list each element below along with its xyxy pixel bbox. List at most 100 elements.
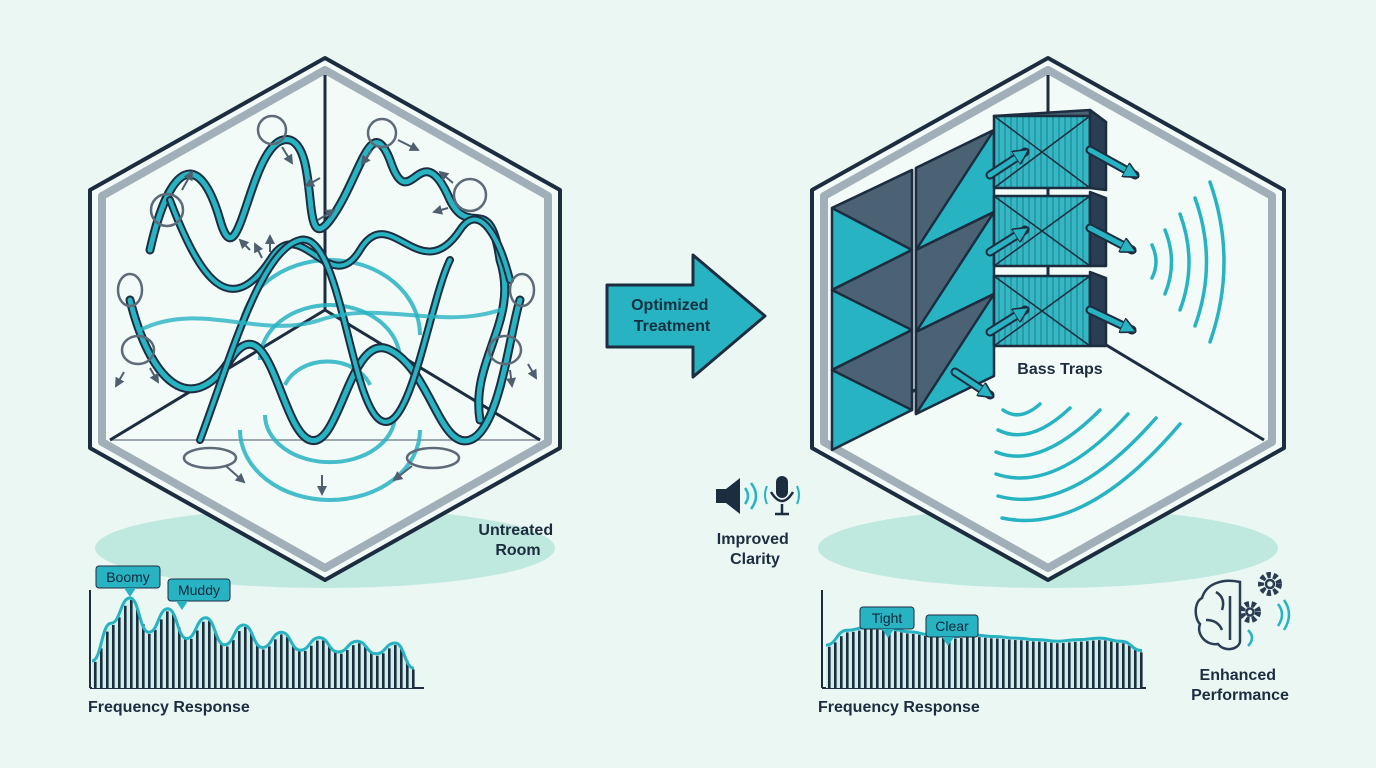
response-bar: [352, 645, 355, 688]
response-bar: [184, 638, 187, 688]
diffused-sound-waves: [994, 180, 1226, 523]
response-bar: [394, 645, 397, 688]
response-bar: [828, 646, 831, 688]
frequency-response-label-left: Frequency Response: [88, 699, 250, 716]
response-bar: [960, 638, 963, 688]
response-bar: [364, 646, 367, 688]
response-bar: [1008, 639, 1011, 688]
treated-room: Bass Traps: [810, 56, 1286, 588]
response-bar: [376, 655, 379, 688]
response-bar: [358, 643, 361, 688]
response-bar: [268, 646, 271, 688]
response-bar: [1080, 641, 1083, 688]
response-bar: [256, 643, 259, 688]
response-bar: [112, 624, 115, 688]
response-bar: [894, 631, 897, 688]
response-bar: [1026, 640, 1029, 688]
response-bar: [232, 640, 235, 688]
response-bar: [948, 638, 951, 688]
response-bar: [250, 633, 253, 688]
response-bar: [310, 645, 313, 688]
frequency-response-chart-untreated: Boomy Muddy Frequency Response: [88, 565, 424, 716]
response-bar: [882, 630, 885, 688]
response-bar: [178, 627, 181, 688]
frequency-response-chart-treated: Tight Clear Frequency Response: [818, 590, 1146, 716]
response-bar: [900, 632, 903, 688]
treatment-arrow: Optimized Treatment: [605, 253, 767, 379]
response-bar: [124, 605, 127, 688]
response-bar: [1032, 641, 1035, 688]
response-bar: [244, 627, 247, 688]
response-bar: [1014, 640, 1017, 688]
response-bar: [954, 638, 957, 688]
response-bar: [322, 640, 325, 688]
response-bar: [1128, 645, 1131, 688]
response-bar: [1062, 643, 1065, 688]
speaker-icon: [716, 478, 758, 514]
response-bar: [328, 645, 331, 688]
response-bar: [1068, 642, 1071, 688]
untreated-room-label: Untreated Room: [478, 522, 557, 559]
response-bar: [864, 629, 867, 688]
response-bar: [154, 629, 157, 688]
improved-clarity: Improved Clarity: [716, 476, 800, 568]
response-bar: [172, 614, 175, 688]
response-bar: [166, 611, 169, 688]
response-bar: [142, 624, 145, 688]
bass-traps: [992, 108, 1108, 348]
brain-gears-icon: [1194, 572, 1291, 651]
scatter-arrows: [115, 139, 537, 496]
response-bar: [196, 630, 199, 688]
response-bar: [834, 642, 837, 688]
response-bar: [924, 636, 927, 688]
response-bar: [876, 629, 879, 688]
response-bar: [1038, 641, 1041, 688]
response-bar: [1140, 652, 1143, 688]
response-bar: [208, 620, 211, 688]
response-bar: [1098, 640, 1101, 688]
response-bar: [912, 633, 915, 688]
response-bar: [1074, 641, 1077, 688]
response-bar: [238, 631, 241, 688]
response-bar: [972, 636, 975, 688]
response-bar: [370, 652, 373, 688]
response-bar: [930, 636, 933, 688]
response-bar: [1122, 643, 1125, 688]
response-bar: [160, 619, 163, 688]
response-bar: [846, 632, 849, 688]
tag-boomy-text: Boomy: [106, 569, 150, 585]
response-bar: [136, 608, 139, 688]
reflection-points: [116, 114, 536, 470]
response-bar: [852, 631, 855, 688]
response-bar: [106, 631, 109, 688]
response-bar: [1086, 641, 1089, 688]
response-bar: [280, 634, 283, 688]
tag-muddy: Muddy: [167, 578, 231, 610]
frequency-response-label-right: Frequency Response: [818, 699, 980, 716]
response-bar: [840, 636, 843, 688]
untreated-room: Untreated Room: [88, 56, 562, 588]
response-bar: [984, 637, 987, 688]
response-bar: [978, 637, 981, 688]
response-bar: [130, 600, 133, 688]
tag-clear-text: Clear: [935, 618, 969, 634]
response-bar: [400, 649, 403, 688]
response-bar: [226, 646, 229, 688]
improved-clarity-label: Improved Clarity: [717, 531, 793, 568]
response-curve: [91, 596, 415, 670]
response-bar: [202, 621, 205, 688]
response-bar: [100, 648, 103, 688]
response-bar: [382, 653, 385, 688]
tag-tight: Tight: [859, 606, 915, 638]
response-bar: [286, 636, 289, 688]
response-bar: [340, 653, 343, 688]
response-bar: [1050, 642, 1053, 688]
response-bar: [996, 638, 999, 688]
response-bar: [1056, 643, 1059, 688]
response-bar: [990, 638, 993, 688]
response-bar: [148, 634, 151, 688]
enhanced-performance-label: Enhanced Performance: [1191, 667, 1289, 704]
response-bar: [1134, 649, 1137, 688]
tag-clear: Clear: [925, 614, 979, 646]
